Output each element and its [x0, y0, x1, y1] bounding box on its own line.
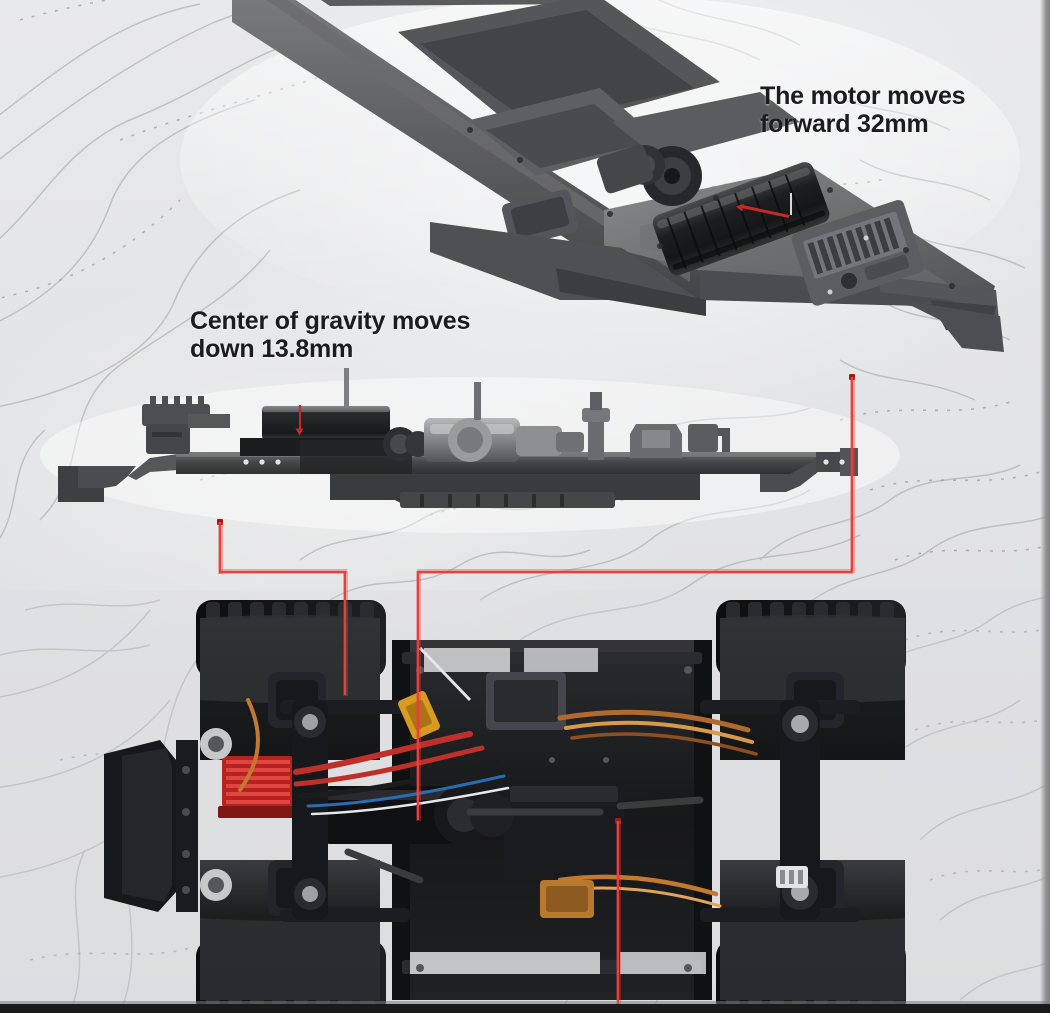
leader-cog-drop	[344, 571, 346, 695]
callout-center-of-gravity: Center of gravity moves down 13.8mm	[190, 307, 471, 364]
cog-drop-arrow-side	[299, 405, 301, 431]
leader-motor-horz	[417, 571, 852, 573]
bottom-edge-shade	[0, 1001, 1050, 1004]
leader-cog-horz	[219, 571, 346, 573]
leader-center-vert	[617, 821, 619, 1013]
motor-position-tick	[790, 193, 792, 215]
right-edge-shade	[1040, 0, 1050, 1013]
leader-motor-drop	[417, 571, 419, 820]
leader-cog-vert	[219, 522, 221, 573]
bottom-edge-bar	[0, 1004, 1050, 1013]
leader-motor-vert	[851, 377, 853, 572]
callout-motor-forward: The motor moves forward 32mm	[760, 82, 966, 139]
